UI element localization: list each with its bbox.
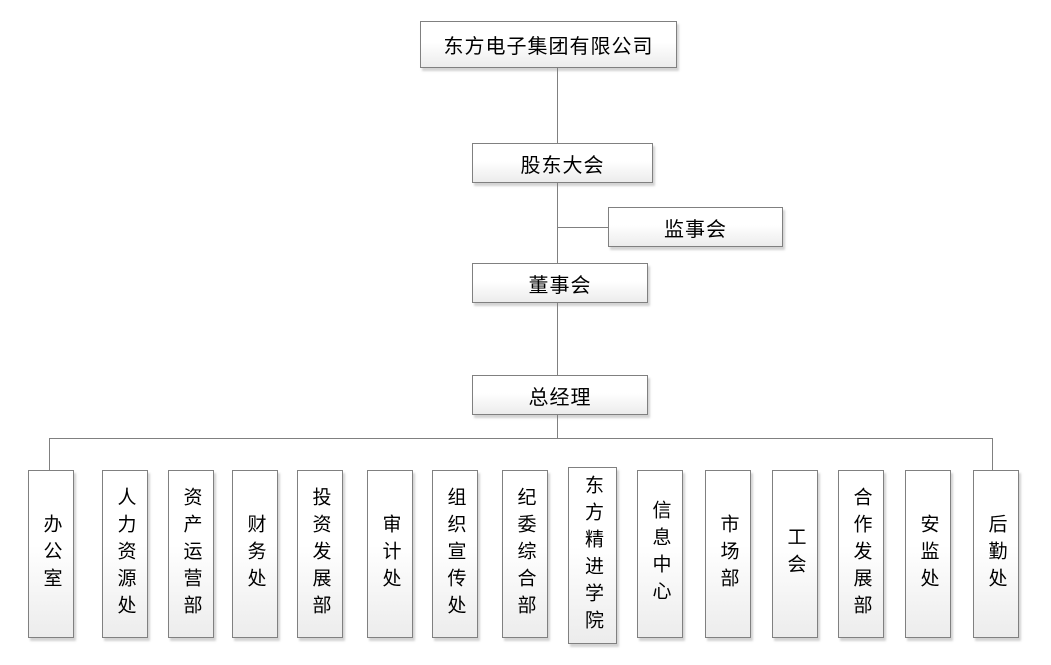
org-node-label: 监事会 <box>664 218 727 241</box>
org-node-department: 人力资源处 <box>102 470 148 638</box>
org-node-department: 市场部 <box>705 470 751 638</box>
org-node-department: 资产运营部 <box>168 470 214 638</box>
org-node-department: 东方精进学院 <box>568 467 617 644</box>
org-node-supervisory-board: 监事会 <box>608 207 783 247</box>
connector-branch-to-supervisory <box>557 227 608 228</box>
org-node-department: 审计处 <box>367 470 413 638</box>
org-node-department: 安监处 <box>905 470 951 638</box>
department-label: 投资发展部 <box>309 486 331 622</box>
org-node-department: 组织宣传处 <box>432 470 478 638</box>
connector-bus-left-drop <box>49 438 50 470</box>
org-node-board-of-directors: 董事会 <box>472 263 648 303</box>
department-label: 组织宣传处 <box>444 486 466 622</box>
department-label: 人力资源处 <box>114 486 136 622</box>
connector-shareholders-to-board <box>557 183 558 263</box>
org-node-department: 财务处 <box>232 470 278 638</box>
org-node-shareholders-meeting: 股东大会 <box>472 143 653 183</box>
department-label: 资产运营部 <box>180 486 202 622</box>
org-node-department: 信息中心 <box>637 470 683 638</box>
org-node-label: 董事会 <box>528 274 592 297</box>
department-label: 东方精进学院 <box>582 474 603 637</box>
department-label: 信息中心 <box>649 500 671 608</box>
org-node-department: 办公室 <box>28 470 74 638</box>
org-node-department: 合作发展部 <box>838 470 884 638</box>
department-label: 纪委综合部 <box>514 486 536 622</box>
org-node-department: 后勤处 <box>973 470 1019 638</box>
org-node-department: 工会 <box>772 470 818 638</box>
org-node-label: 股东大会 <box>520 154 605 177</box>
org-node-department: 纪委综合部 <box>502 470 548 638</box>
department-label: 市场部 <box>717 513 739 595</box>
org-node-general-manager: 总经理 <box>472 375 648 415</box>
connector-gm-to-bus <box>557 415 558 438</box>
connector-bus-right-drop <box>992 438 993 470</box>
department-label: 财务处 <box>244 513 266 595</box>
org-node-label: 总经理 <box>528 386 592 409</box>
connector-root-to-shareholders <box>557 68 558 143</box>
department-label: 工会 <box>784 527 806 581</box>
org-node-department: 投资发展部 <box>297 470 343 638</box>
department-label: 安监处 <box>917 513 939 595</box>
department-label: 合作发展部 <box>850 486 872 622</box>
connector-board-to-gm <box>557 303 558 375</box>
connector-bus <box>49 438 993 439</box>
department-label: 后勤处 <box>985 513 1007 595</box>
org-node-label: 东方电子集团有限公司 <box>443 36 654 58</box>
department-label: 办公室 <box>40 513 62 595</box>
org-node-company-root: 东方电子集团有限公司 <box>420 21 677 68</box>
department-label: 审计处 <box>379 513 401 595</box>
